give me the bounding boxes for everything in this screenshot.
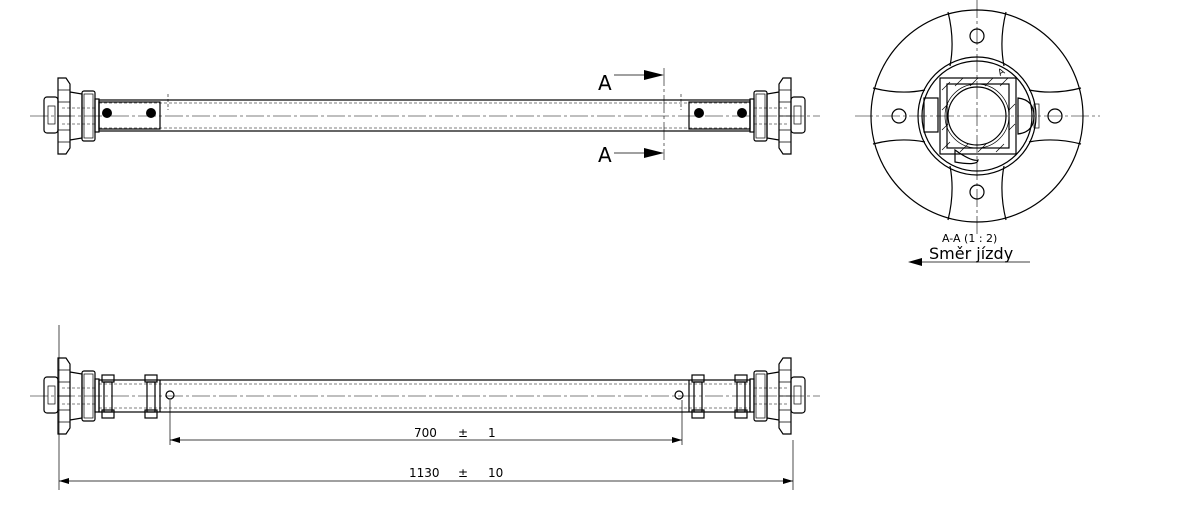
dim-700-value: 700 <box>414 426 437 440</box>
dim-1130-value: 1130 <box>409 466 440 480</box>
left-bracket <box>98 101 161 130</box>
bolt-icon <box>102 108 112 118</box>
axle-tube <box>98 99 751 132</box>
section-arrow-icon <box>644 148 664 158</box>
section-label-bottom: A <box>598 143 612 167</box>
dim-1130-symbol: ± <box>458 466 468 480</box>
bolt-icon <box>737 108 747 118</box>
svg-text:A: A <box>997 66 1008 78</box>
dim-700-tolerance: 1 <box>488 426 496 440</box>
right-bracket <box>688 101 751 130</box>
top-view-axle: A A <box>30 68 820 167</box>
section-view: A A-A (1 : 2) Směr jízdy <box>855 0 1100 266</box>
section-arrow-icon <box>644 70 664 80</box>
direction-label: Směr jízdy <box>929 244 1013 263</box>
section-title: A-A (1 : 2) <box>942 232 997 245</box>
direction-arrow-icon <box>908 258 922 266</box>
dim-1130-tolerance: 10 <box>488 466 503 480</box>
section-label-top: A <box>598 71 612 95</box>
bolt-icon <box>146 108 156 118</box>
bolt-icon <box>694 108 704 118</box>
side-view-axle: 700 ± 1 1130 ± 10 <box>30 325 820 490</box>
dim-700-symbol: ± <box>458 426 468 440</box>
